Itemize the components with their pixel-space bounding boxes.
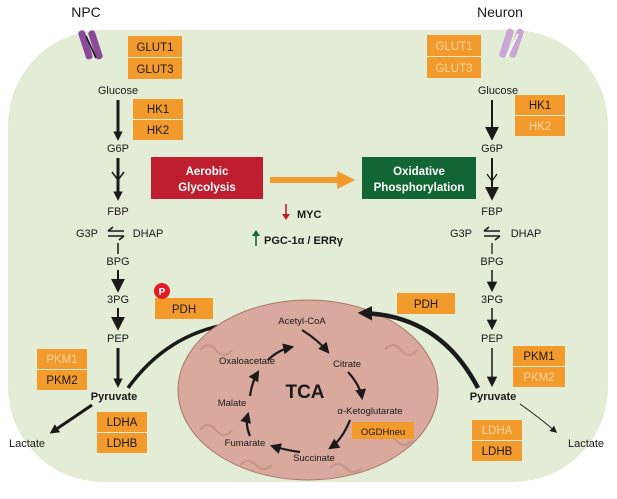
pgc-label: PGC-1α / ERRγ bbox=[264, 235, 344, 247]
pgc-up-arrow-icon bbox=[252, 230, 260, 246]
neuron-title: Neuron bbox=[477, 4, 523, 20]
npc-hk1-label: HK1 bbox=[147, 104, 169, 116]
ogdh-label: OGDHneu bbox=[361, 427, 405, 438]
neuron-g3p: G3P bbox=[450, 228, 472, 240]
neuron-equilibrium-arrows bbox=[483, 226, 501, 241]
tca-succinate: Succinate bbox=[293, 453, 335, 464]
neuron-glut3-label: GLUT3 bbox=[435, 63, 472, 75]
npc-lactate-arrow bbox=[49, 403, 93, 434]
tca-title: TCA bbox=[285, 382, 324, 403]
neuron-hk2-label: HK2 bbox=[529, 121, 551, 133]
npc-lactate: Lactate bbox=[9, 438, 45, 450]
neuron-ldhb-box bbox=[472, 441, 522, 461]
npc-glut1-label: GLUT1 bbox=[136, 42, 173, 54]
npc-pep: PEP bbox=[107, 333, 129, 345]
aerobic-glycolysis-box bbox=[151, 157, 263, 199]
neuron-pkm1-box bbox=[513, 346, 565, 366]
npc-pkm1-box bbox=[37, 349, 87, 369]
npc-glut1-box bbox=[128, 36, 182, 57]
neuron-hk1-box bbox=[515, 95, 565, 115]
npc-g3p: G3P bbox=[76, 228, 98, 240]
neuron-hk1-label: HK1 bbox=[529, 100, 551, 112]
neuron-lactate: Lactate bbox=[568, 438, 604, 450]
aerobic-line1: Aerobic bbox=[186, 166, 229, 178]
oxphos-box bbox=[362, 157, 476, 199]
tca-malate: Malate bbox=[218, 398, 247, 409]
cristae bbox=[199, 344, 418, 473]
neuron-ldha-label: LDHA bbox=[482, 425, 513, 437]
neuron-lactate-arrow bbox=[519, 403, 558, 433]
neuron-glut1-box bbox=[427, 35, 481, 56]
myc-down-arrow-icon bbox=[282, 204, 290, 220]
neuron-ldhb-label: LDHB bbox=[482, 446, 513, 458]
npc-pyruvate: Pyruvate bbox=[91, 391, 137, 403]
npc-glut3-label: GLUT3 bbox=[136, 64, 173, 76]
tca-akg: α-Ketoglutarate bbox=[337, 406, 402, 417]
npc-dhap: DHAP bbox=[133, 228, 164, 240]
neuron-pkm2-label: PKM2 bbox=[523, 372, 554, 384]
neuron-pep: PEP bbox=[481, 333, 503, 345]
neuron-dhap: DHAP bbox=[511, 228, 542, 240]
npc-ldhb-box bbox=[97, 433, 147, 453]
tca-cycle-arrows bbox=[240, 329, 367, 454]
npc-pkm1-label: PKM1 bbox=[46, 354, 77, 366]
npc-pdh-box bbox=[155, 298, 213, 319]
npc-fbp: FBP bbox=[107, 206, 128, 218]
aerobic-line2: Glycolysis bbox=[178, 182, 236, 194]
npc-pkm2-box bbox=[37, 370, 87, 390]
neuron-hk2-box bbox=[515, 116, 565, 136]
oxphos-line1: Oxidative bbox=[393, 166, 445, 178]
neuron-pdh-label: PDH bbox=[414, 299, 438, 311]
npc-hk2-label: HK2 bbox=[147, 125, 169, 137]
npc-3pg: 3PG bbox=[107, 294, 129, 306]
npc-bpg: BPG bbox=[106, 256, 129, 268]
npc-glut3-box bbox=[128, 58, 182, 79]
npc-g6p: G6P bbox=[107, 143, 129, 155]
oxphos-line2: Phosphorylation bbox=[374, 182, 465, 194]
npc-ldha-label: LDHA bbox=[107, 417, 138, 429]
neuron-pyruvate: Pyruvate bbox=[470, 391, 516, 403]
neuron-pyruvate-to-tca-arrow bbox=[357, 306, 480, 390]
npc-ldha-box bbox=[97, 412, 147, 432]
neuron-ldha-box bbox=[472, 420, 522, 440]
neuron-transporter-icon bbox=[499, 28, 524, 58]
npc-transporter-icon bbox=[78, 30, 103, 60]
npc-glucose: Glucose bbox=[98, 85, 138, 97]
npc-pdh-label: PDH bbox=[172, 304, 196, 316]
npc-pkm2-label: PKM2 bbox=[46, 375, 77, 387]
neuron-pdh-box bbox=[397, 293, 455, 314]
cell-background bbox=[8, 30, 608, 482]
neuron-bpg: BPG bbox=[480, 256, 503, 268]
phospho-label: P bbox=[159, 287, 166, 298]
npc-hk1-box bbox=[133, 99, 183, 119]
npc-title: NPC bbox=[71, 4, 101, 20]
tca-fumarate: Fumarate bbox=[225, 438, 266, 449]
myc-label: MYC bbox=[297, 209, 322, 221]
tca-oxaloacetate: Oxaloacetate bbox=[219, 356, 275, 367]
tca-citrate: Citrate bbox=[333, 359, 361, 370]
phospho-icon bbox=[154, 283, 170, 299]
neuron-glucose: Glucose bbox=[478, 85, 518, 97]
neuron-fbp: FBP bbox=[481, 206, 502, 218]
tca-acetyl-coa: Acetyl-CoA bbox=[278, 316, 326, 327]
npc-ldhb-label: LDHB bbox=[107, 438, 138, 450]
neuron-pkm1-label: PKM1 bbox=[523, 351, 554, 363]
ogdh-box bbox=[352, 422, 414, 439]
neuron-3pg: 3PG bbox=[481, 294, 503, 306]
neuron-g6p: G6P bbox=[481, 143, 503, 155]
npc-equilibrium-arrows bbox=[107, 226, 125, 241]
neuron-glut3-box bbox=[427, 57, 481, 78]
neuron-glut1-label: GLUT1 bbox=[435, 41, 472, 53]
npc-hk2-box bbox=[133, 120, 183, 140]
neuron-pkm2-box bbox=[513, 367, 565, 387]
